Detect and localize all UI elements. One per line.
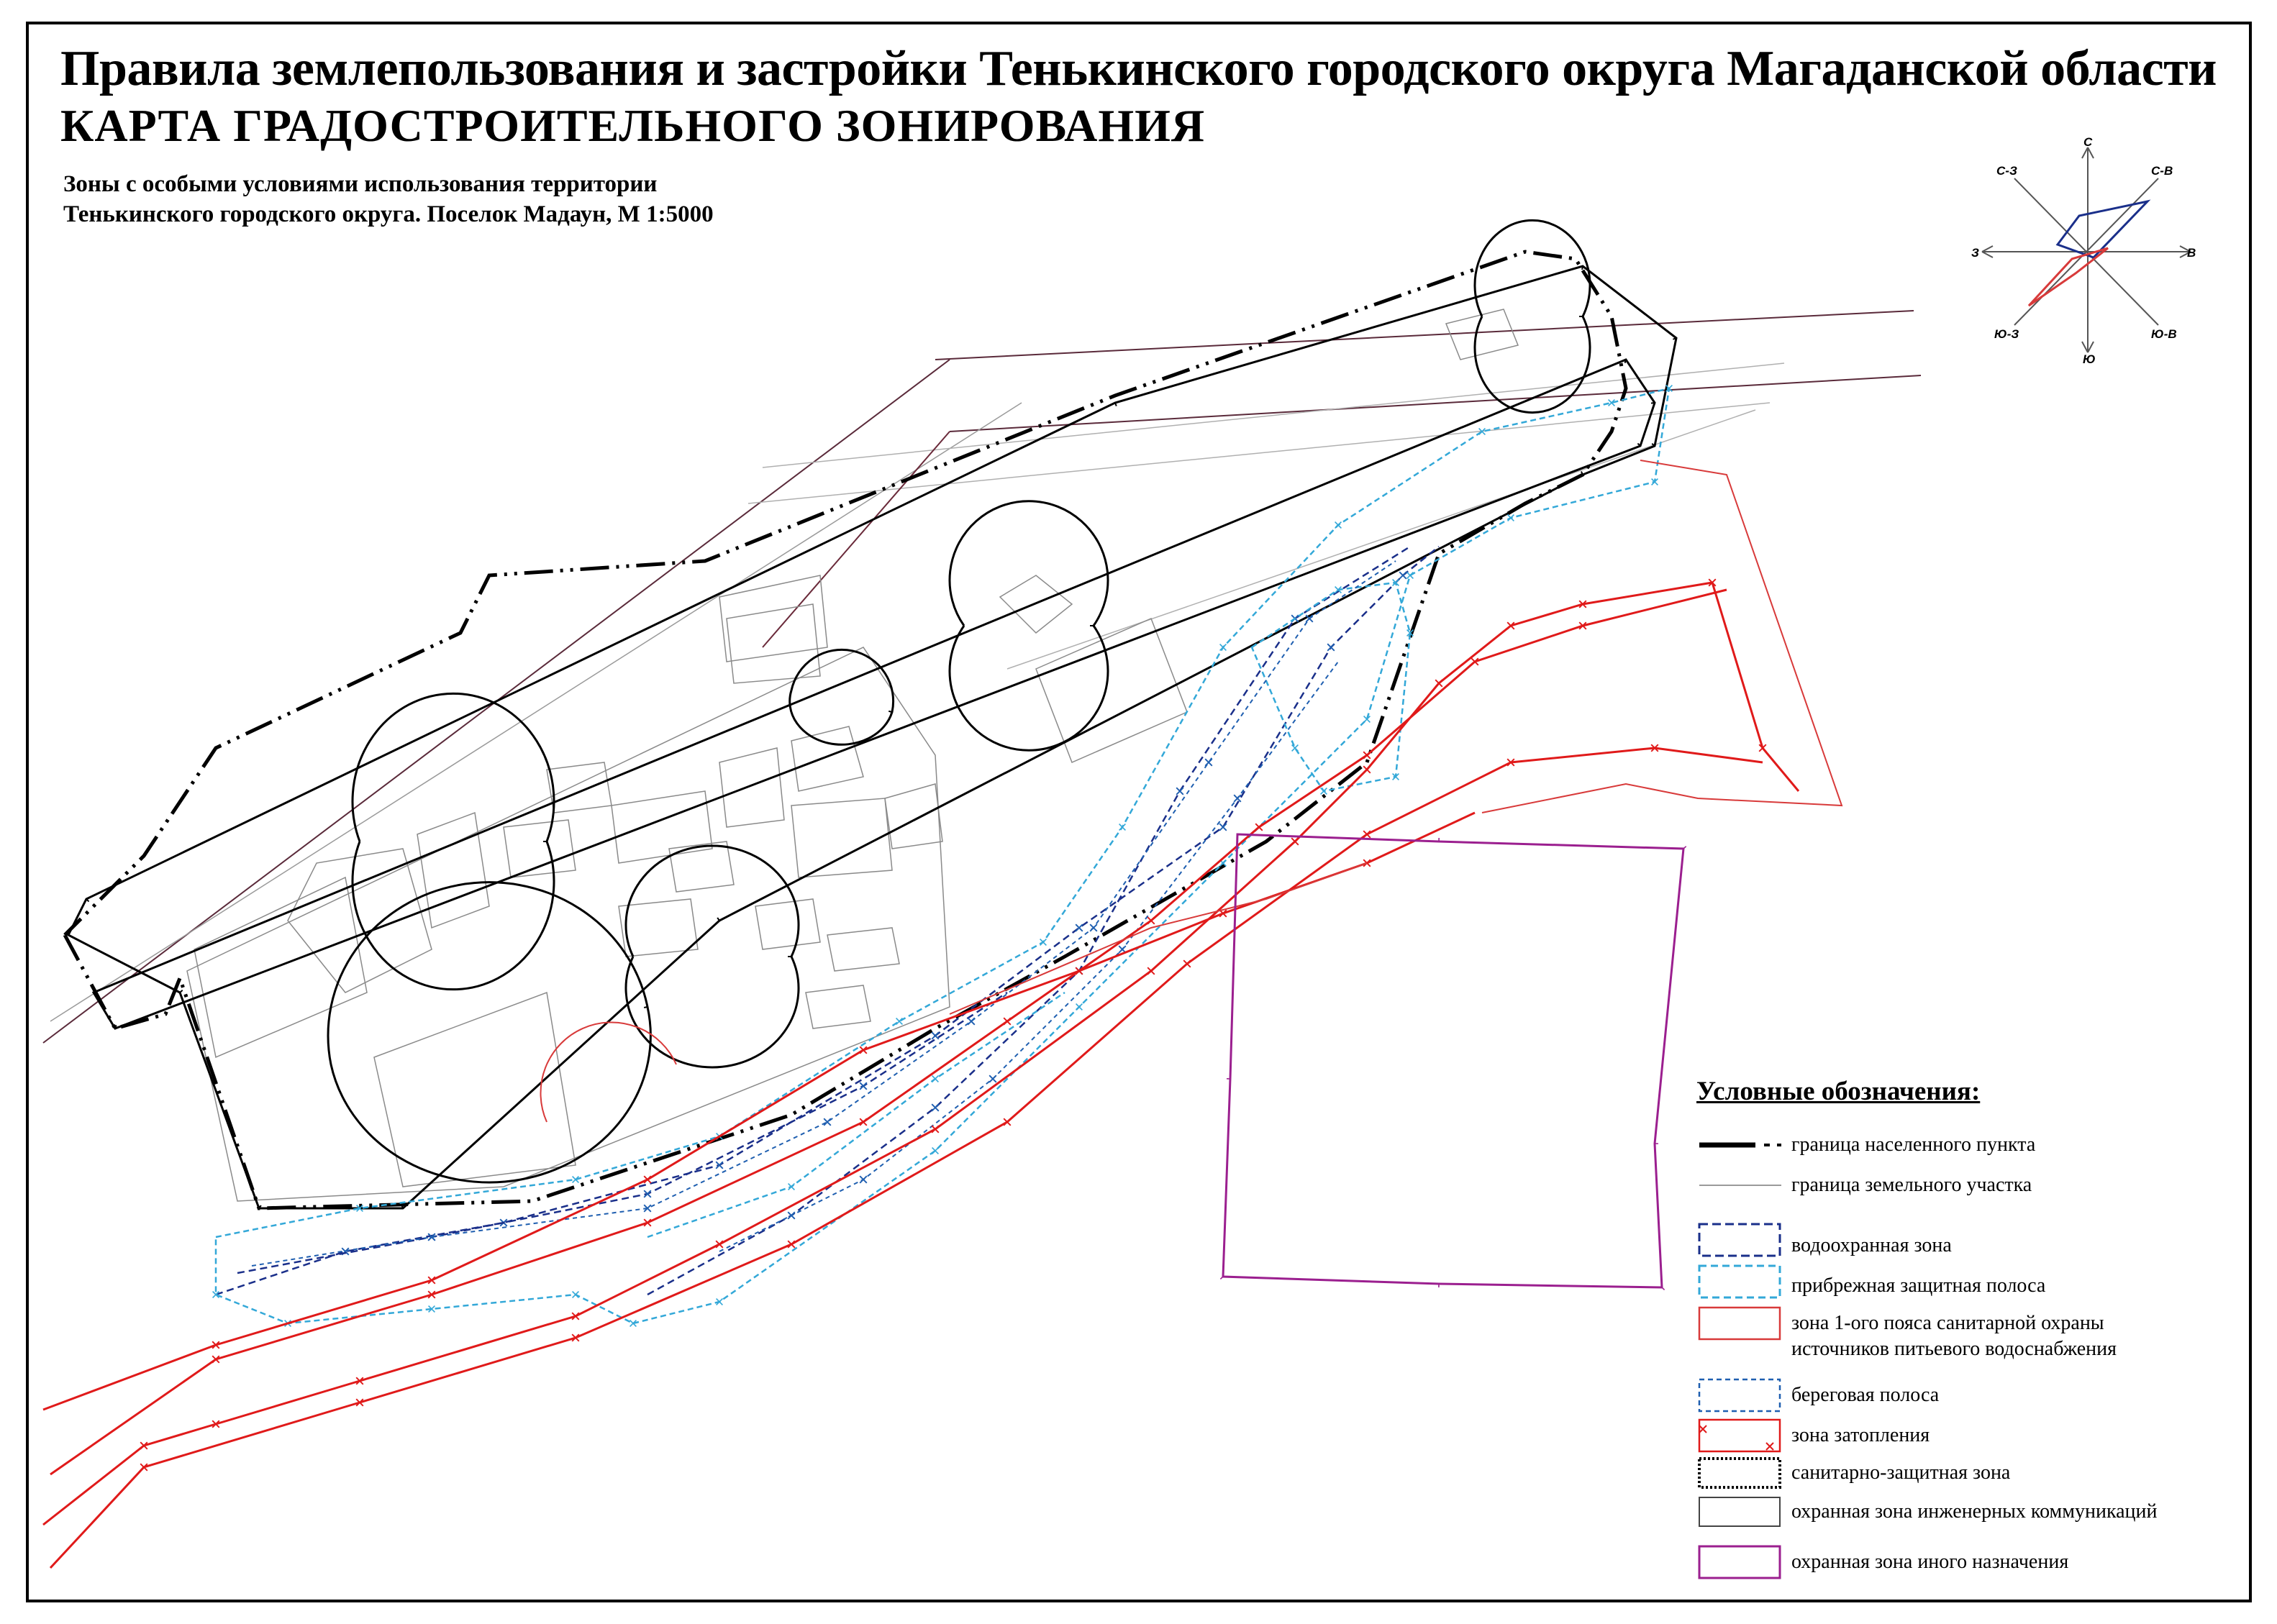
road-lines xyxy=(42,310,1922,1044)
compass-label-northwest: С-З xyxy=(1996,164,2017,178)
map-description-line1: Зоны с особыми условиями использования т… xyxy=(63,171,658,197)
legend-item-label: береговая полоса xyxy=(1791,1384,1940,1406)
legend-item-label: санитарно-защитная зона xyxy=(1791,1461,2011,1484)
legend-item-label: граница земельного участка xyxy=(1791,1174,2032,1196)
legend-item-label: охранная зона иного назначения xyxy=(1791,1551,2069,1573)
legend-title: Условные обозначения: xyxy=(1696,1077,1981,1106)
compass-label-east: В xyxy=(2187,246,2196,260)
compass-rose xyxy=(1981,147,2191,353)
legend-symbol-sanitary-protection-zone-1 xyxy=(1698,1306,1781,1341)
legend-symbol-utility-protection-zone xyxy=(1699,1497,1781,1527)
sanitary-buffer-zones xyxy=(66,219,1676,1208)
legend-item-label: прибрежная защитная полоса xyxy=(1791,1274,2046,1297)
other-protection-zone xyxy=(1223,833,1683,1287)
legend-item-label: зона затопления xyxy=(1791,1424,1930,1446)
flood-zones xyxy=(42,578,1800,1569)
legend-symbol-coastal-protection-strip xyxy=(1698,1264,1781,1299)
legend-symbol-shore-strip xyxy=(1698,1378,1781,1413)
compass-label-southeast: Ю-В xyxy=(2151,327,2177,341)
compass-label-south: Ю xyxy=(2083,352,2096,366)
settlement-boundary xyxy=(63,250,1628,1210)
legend-item-label: зона 1-ого пояса санитарной охраны xyxy=(1791,1312,2104,1334)
legend-item-label: охранная зона инженерных коммуникаций xyxy=(1791,1500,2158,1523)
compass-label-northeast: С-В xyxy=(2151,164,2173,178)
map-title: Правила землепользования и застройки Тен… xyxy=(60,41,2217,96)
map-description-line2: Тенькинского городского округа. Поселок … xyxy=(63,201,714,227)
map-frame xyxy=(26,22,2252,1602)
legend-symbol-sanitary-buffer-zone xyxy=(1698,1457,1781,1489)
legend-symbol-water-protection-zone xyxy=(1698,1223,1781,1257)
legend-symbols xyxy=(1698,1142,1781,1579)
map-subtitle-caps: КАРТА ГРАДОСТРОИТЕЛЬНОГО ЗОНИРОВАНИЯ xyxy=(60,100,1206,151)
legend-item-label-line2: источников питьевого водоснабжения xyxy=(1791,1338,2117,1360)
legend-item-label: водоохранная зона xyxy=(1791,1234,1952,1256)
compass-label-north: С xyxy=(2083,135,2093,149)
legend-symbol-flood-zone xyxy=(1698,1418,1781,1453)
legend-item-label: граница населенного пункта xyxy=(1791,1133,2036,1156)
legend-symbol-other-protection-zone xyxy=(1698,1545,1781,1579)
compass-label-southwest: Ю-З xyxy=(1994,327,2019,341)
compass-label-west: З xyxy=(1971,246,1979,260)
